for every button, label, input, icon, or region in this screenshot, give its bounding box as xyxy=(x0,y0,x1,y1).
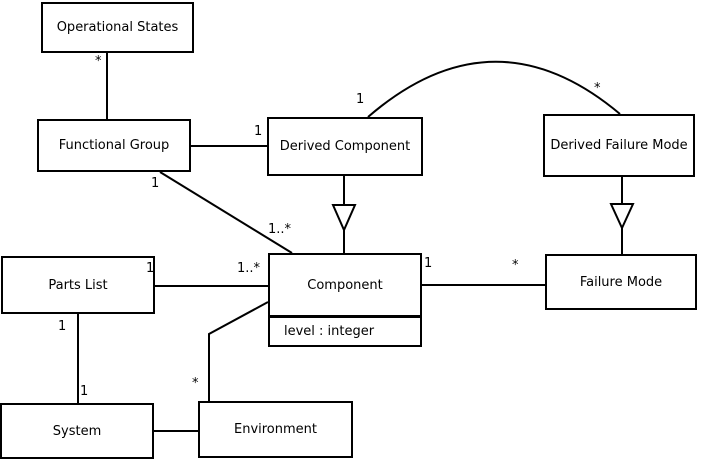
class-name: Functional Group xyxy=(58,138,170,153)
class-name: Derived Component xyxy=(279,139,411,154)
class-name: Environment xyxy=(233,422,317,437)
multiplicity-arc-derived-component: 1 xyxy=(356,92,365,107)
multiplicity-parts-list-bottom: 1 xyxy=(58,319,67,334)
class-box-failure-mode[interactable]: Failure Mode xyxy=(545,254,697,310)
generalization-triangle-icon xyxy=(331,204,357,233)
class-attribute-level: level : integer xyxy=(270,315,420,345)
multiplicity-functional-group-diagonal: 1 xyxy=(151,176,160,191)
multiplicity-derived-component-association: 1 xyxy=(254,124,263,139)
class-attribute-text: level : integer xyxy=(284,324,375,339)
edge-arc-derived-component-derived-failure-mode xyxy=(367,60,621,118)
multiplicity-failure-mode-side: * xyxy=(512,258,519,273)
generalization-triangle-icon xyxy=(609,203,635,231)
multiplicity-component-from-functional-group: 1..* xyxy=(268,222,292,237)
class-box-operational-states[interactable]: Operational States xyxy=(41,2,194,53)
class-name: Parts List xyxy=(48,277,108,293)
class-name: Component xyxy=(270,255,420,315)
class-box-parts-list[interactable]: Parts List xyxy=(1,256,155,314)
multiplicity-parts-list-side: 1 xyxy=(146,261,155,276)
class-name: Operational States xyxy=(56,20,179,35)
class-name-text: Component xyxy=(307,277,383,293)
class-box-functional-group[interactable]: Functional Group xyxy=(37,119,191,172)
class-box-environment[interactable]: Environment xyxy=(198,401,353,458)
edge-functional-group-component xyxy=(159,171,293,254)
multiplicity-system-top: 1 xyxy=(80,384,89,399)
multiplicity-component-side-failure-mode: 1 xyxy=(424,256,433,271)
class-box-derived-failure-mode[interactable]: Derived Failure Mode xyxy=(543,114,695,177)
class-box-derived-component[interactable]: Derived Component xyxy=(267,117,423,176)
class-name: System xyxy=(52,423,102,439)
multiplicity-component-from-parts-list: 1..* xyxy=(237,261,261,276)
class-name: Derived Failure Mode xyxy=(550,138,688,153)
multiplicity-operational-states: * xyxy=(95,54,102,69)
multiplicity-arc-derived-failure-mode: * xyxy=(594,81,601,96)
class-box-component[interactable]: Component level : integer xyxy=(268,253,422,347)
edge-component-environment xyxy=(208,301,269,401)
class-name: Failure Mode xyxy=(579,274,663,290)
class-box-system[interactable]: System xyxy=(0,403,154,459)
multiplicity-environment-top: * xyxy=(192,376,199,391)
